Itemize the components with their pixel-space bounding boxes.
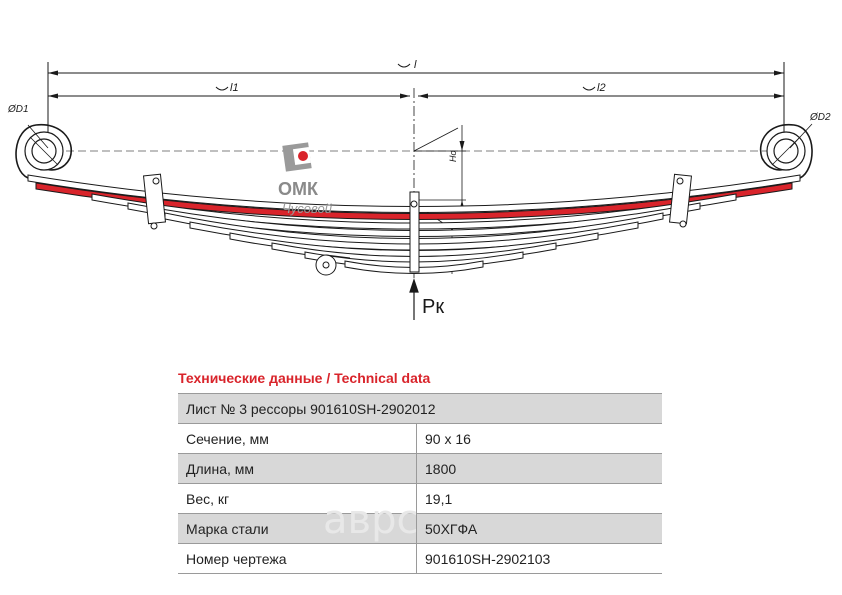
right-eye	[759, 123, 813, 179]
dim-right-label: l2	[597, 82, 606, 94]
right-eye-label: ØD2	[809, 112, 831, 123]
table-header: Лист № 3 рессоры 901610SH-2902012	[178, 393, 662, 424]
row-value: 50ХГФА	[416, 513, 662, 544]
table-row: Сечение, мм 90 x 16	[178, 423, 662, 454]
brand-name: ОМК	[278, 179, 319, 199]
center-bolt	[409, 191, 420, 273]
clamps	[142, 173, 693, 230]
watermark: aвpс	[323, 497, 419, 543]
leaf-spring-drawing: l l1 l2 Ho H	[7, 59, 831, 320]
left-eye	[15, 123, 73, 179]
table-row: Марка стали 50ХГФА	[178, 513, 662, 544]
row-label: Сечение, мм	[178, 423, 417, 454]
height-ho-dimension	[413, 125, 466, 210]
table-header-row: Лист № 3 рессоры 901610SH-2902012	[178, 393, 662, 424]
spring-leaves	[27, 174, 801, 274]
left-eye-label: ØD1	[7, 104, 29, 115]
dim-total-label: l	[414, 59, 417, 71]
row-value: 901610SH-2902103	[416, 543, 662, 574]
technical-data-table: Лист № 3 рессоры 901610SH-2902012 Сечени…	[178, 393, 662, 574]
force-arrow	[409, 278, 419, 320]
omk-logo-icon	[282, 142, 312, 172]
brand-sub: Чусовой	[282, 201, 332, 216]
technical-data-title: Технические данные / Technical data	[178, 370, 431, 386]
row-label: Марка стали	[178, 513, 417, 544]
bottom-bracket	[315, 254, 351, 276]
force-label: Pк	[422, 296, 444, 318]
table-row: Номер чертежа 901610SH-2902103	[178, 543, 662, 574]
row-label: Вес, кг	[178, 483, 417, 514]
dim-left-label: l1	[230, 82, 239, 94]
row-value: 19,1	[416, 483, 662, 514]
row-label: Номер чертежа	[178, 543, 417, 574]
row-value: 90 x 16	[416, 423, 662, 454]
row-label: Длина, мм	[178, 453, 417, 484]
table-row: Длина, мм 1800	[178, 453, 662, 484]
height-ho-label: Ho	[448, 150, 458, 162]
table-row: Вес, кг 19,1	[178, 483, 662, 514]
row-value: 1800	[416, 453, 662, 484]
dimension-lines	[47, 62, 785, 140]
